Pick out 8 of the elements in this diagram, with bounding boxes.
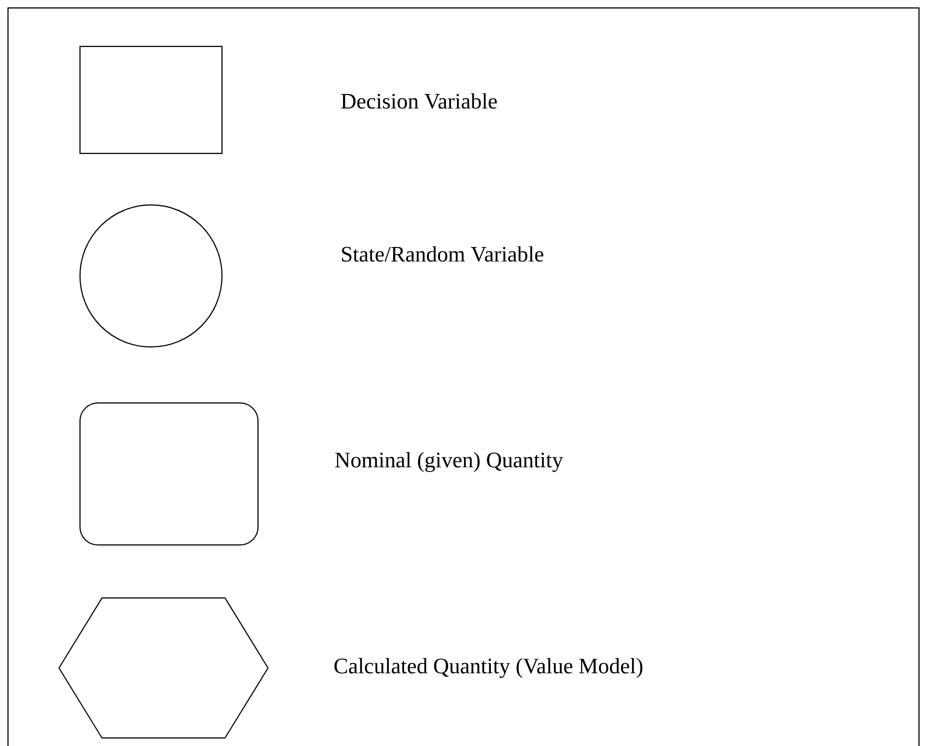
legend-text: State/Random Variable [342, 246, 544, 262]
rectangle-symbol [79, 46, 223, 154]
circle-symbol [79, 204, 223, 348]
legend-text: Decision Variable [341, 93, 497, 109]
hexagon-symbol [58, 597, 269, 739]
rounded-rectangle-symbol [79, 402, 259, 546]
legend-text: Calculated Quantity (Value Model) [334, 658, 642, 678]
legend-text: Nominal (given) Quantity [335, 452, 563, 472]
